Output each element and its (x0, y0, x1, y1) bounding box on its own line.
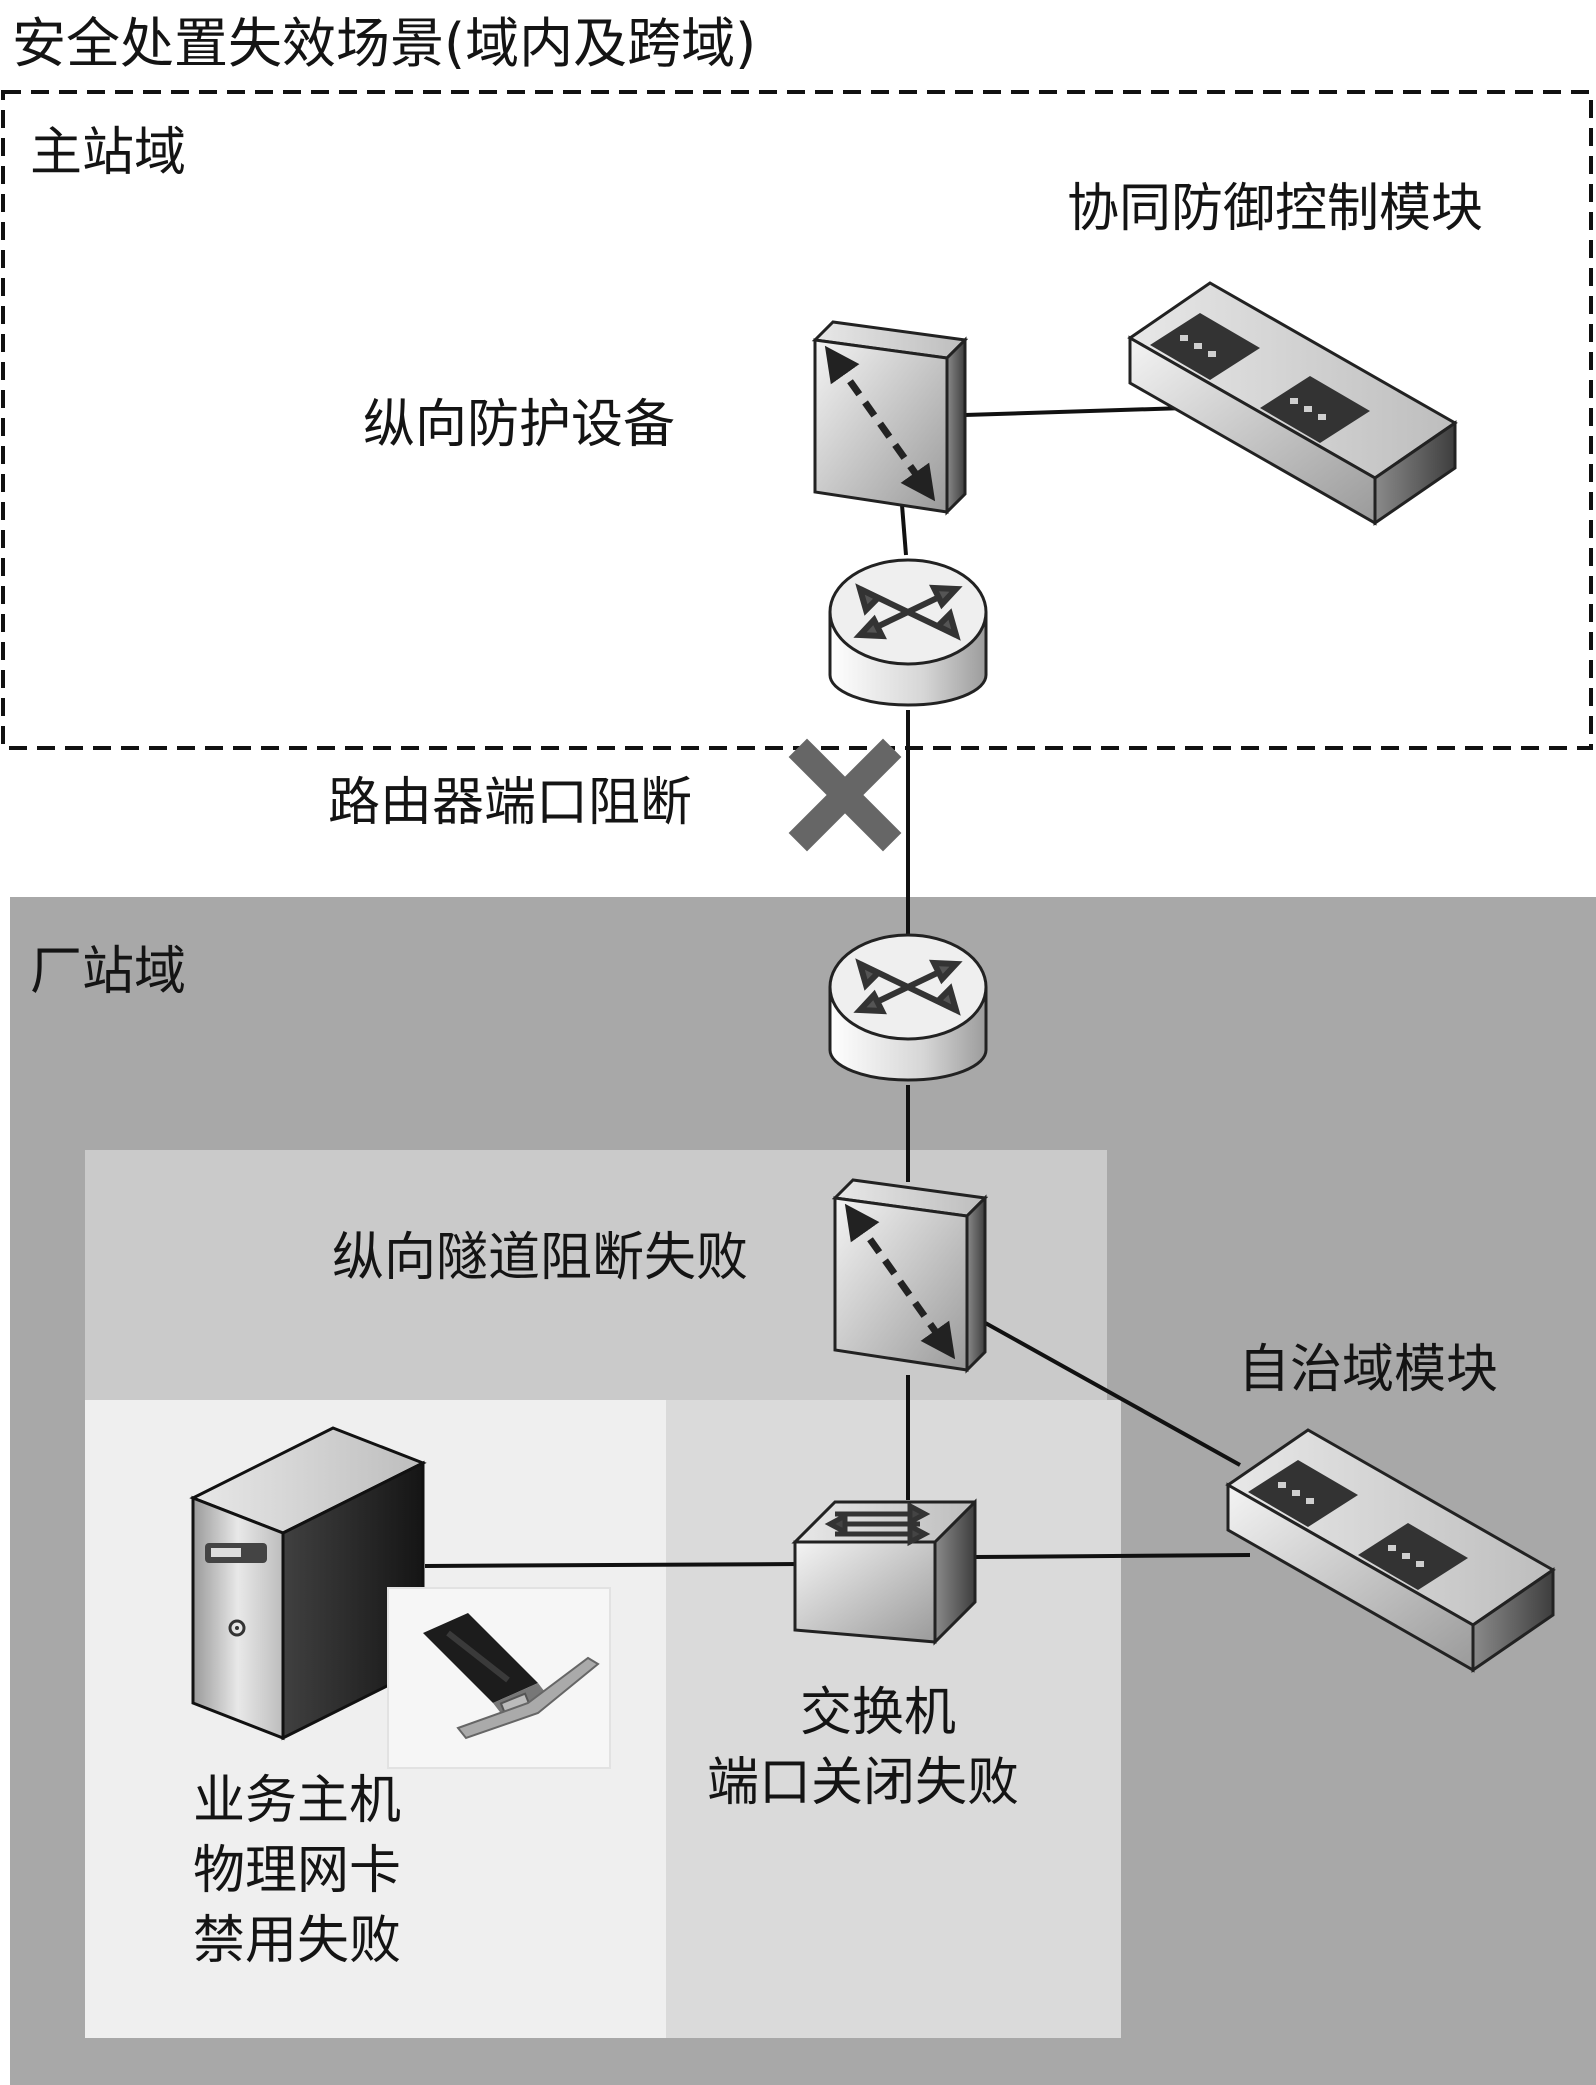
firewall-icon (811, 320, 969, 516)
hub-icon (1225, 1428, 1556, 1673)
plant-domain-label: 厂站域 (30, 942, 187, 1002)
master-domain-border (1, 90, 1593, 750)
connection-lines (424, 406, 1251, 1568)
coordination-module-label: 协同防御控制模块 (1067, 179, 1484, 239)
vertical-protection-label: 纵向防护设备 (363, 395, 676, 455)
tunnel-block-label: 纵向隧道阻断失败 (332, 1228, 749, 1288)
router-icon (828, 933, 988, 1082)
switch-label-line2: 端口关闭失败 (707, 1753, 1020, 1813)
autonomous-module-label: 自治域模块 (1238, 1340, 1499, 1400)
network-card-icon (387, 1587, 611, 1769)
host-label-line2: 物理网卡 (193, 1841, 402, 1901)
router-icon (828, 558, 988, 707)
switch-icon (791, 1498, 977, 1646)
host-label-line1: 业务主机 (193, 1771, 402, 1831)
firewall-icon (831, 1178, 989, 1374)
hub-icon (1127, 281, 1458, 526)
blocked-x-icon (788, 738, 902, 852)
switch-label-line1: 交换机 (800, 1683, 957, 1743)
master-domain-label: 主站域 (30, 123, 187, 183)
host-label-line3: 禁用失败 (193, 1911, 402, 1971)
diagram-title: 安全处置失效场景(域内及跨域) (12, 12, 757, 75)
router-block-label: 路由器端口阻断 (328, 773, 693, 833)
